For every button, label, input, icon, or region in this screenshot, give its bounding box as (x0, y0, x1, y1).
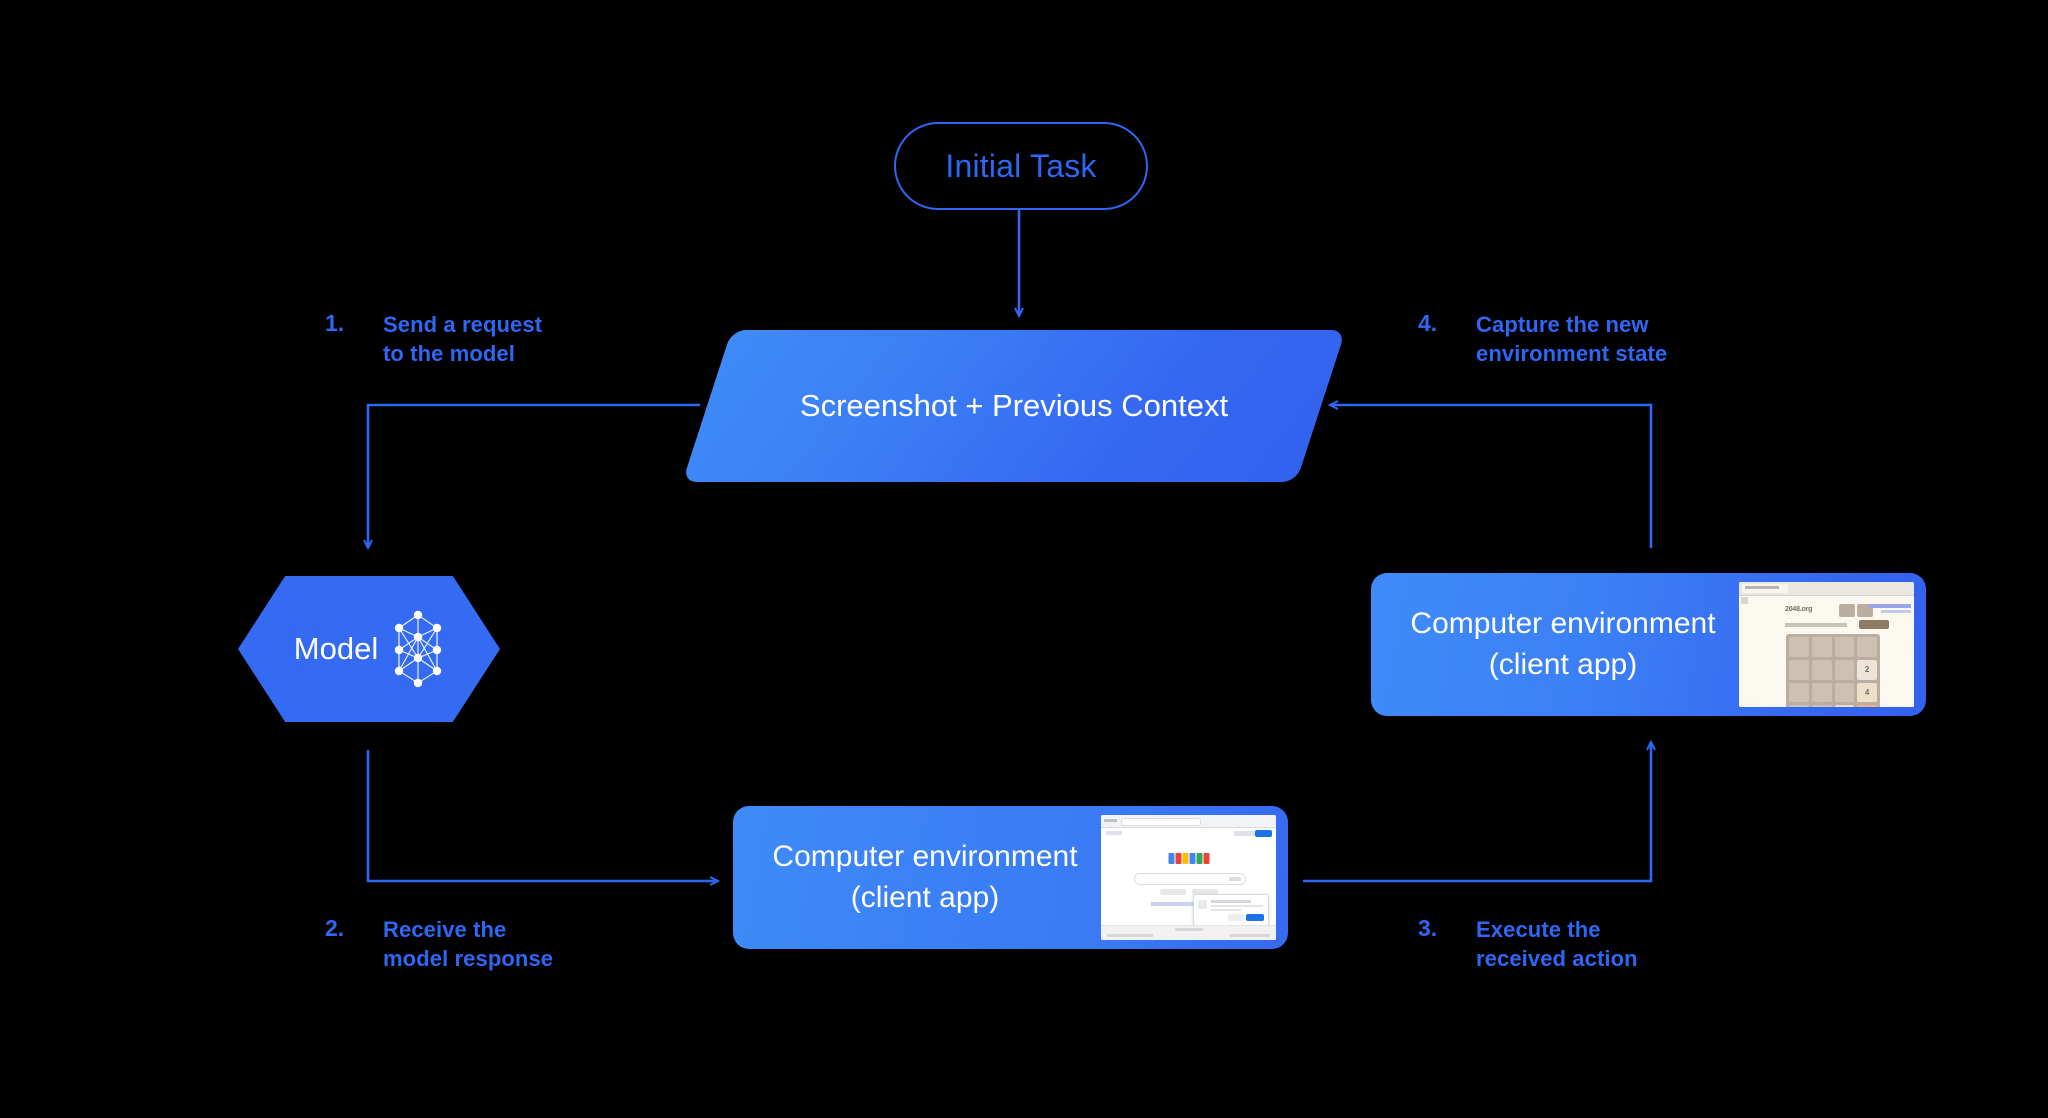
initial-task-node: Initial Task (894, 122, 1148, 210)
tile: 8 (1857, 705, 1877, 707)
google-search-thumbnail (1101, 815, 1276, 940)
context-node-label: Screenshot + Previous Context (799, 387, 1229, 423)
step-2-caption: 2. Receive the model response (325, 915, 645, 974)
step-2-number: 2. (325, 915, 345, 941)
step-1-line1: Send a request (383, 312, 543, 337)
initial-task-label: Initial Task (945, 147, 1097, 184)
2048-grid: 2 4 4 8 (1786, 634, 1880, 707)
google-logo-icon (1168, 853, 1209, 864)
model-node-shape (238, 576, 500, 722)
step-3-line1: Execute the (1476, 917, 1601, 942)
computer-environment-right-label: Computer environment (client app) (1410, 607, 1716, 681)
step-4-line2: environment state (1476, 341, 1668, 367)
step-4-number: 4. (1418, 310, 1438, 336)
context-node: Screenshot + Previous Context (682, 330, 1346, 482)
step-3-line2: received action (1476, 946, 1638, 972)
computer-environment-bottom: Computer environment (client app) (733, 806, 1288, 949)
step-4-line1: Capture the new (1476, 312, 1649, 337)
model-node-label: Model (293, 631, 379, 666)
step-2-line2: model response (383, 946, 554, 972)
2048-site-title: 2048.org (1785, 606, 1813, 613)
model-node: Model (238, 576, 500, 722)
computer-environment-bottom-label: Computer environment (client app) (772, 840, 1078, 914)
step-1-line2: to the model (383, 341, 515, 367)
computer-environment-right: Computer environment (client app) 2048.o… (1371, 573, 1926, 716)
step-2-line1: Receive the (383, 917, 507, 942)
tile: 2 (1857, 659, 1877, 680)
step-3-number: 3. (1418, 915, 1438, 941)
step-3-caption: 3. Execute the received action (1418, 915, 1738, 974)
2048-game-thumbnail: 2048.org 2 4 4 8 (1739, 582, 1914, 707)
step-1-number: 1. (325, 310, 345, 336)
neural-network-icon (392, 608, 444, 690)
browser-dialog (1193, 894, 1269, 926)
step-1-caption: 1. Send a request to the model (325, 310, 625, 369)
tile: 4 (1857, 682, 1877, 703)
step-4-caption: 4. Capture the new environment state (1418, 310, 1738, 369)
tile: 4 (1834, 705, 1855, 707)
